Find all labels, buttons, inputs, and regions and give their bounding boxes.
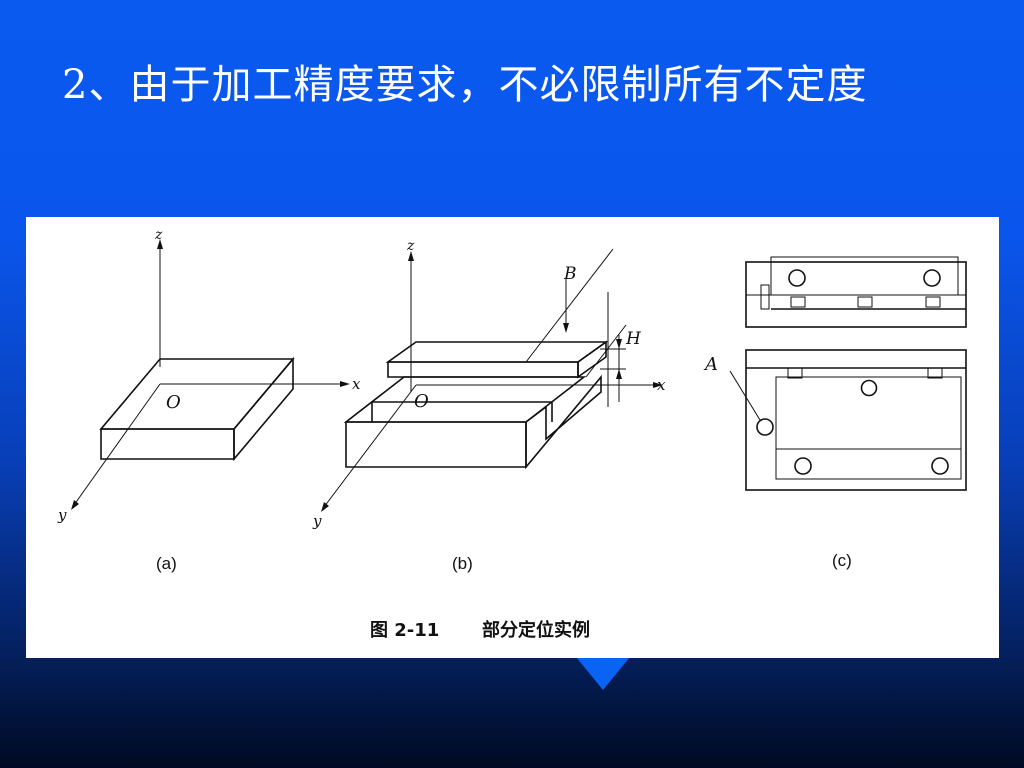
panel-a-diagram [71,239,350,510]
figure-caption-number: 图 2-11 [370,620,439,641]
panel-a-axis-y: y [57,506,67,524]
panel-a-axis-x: x [352,375,361,393]
panel-b-axis-y: y [312,512,322,530]
triangle-marker [572,652,634,690]
panel-b-axis-x: x [657,376,666,394]
panel-a-label: (a) [156,554,177,573]
panel-b-mark-h: H [625,329,642,349]
panel-b-axis-z: z [406,238,415,254]
panel-c-diagram [729,256,967,491]
panel-b-origin: O [414,391,429,412]
figure-panel: z x y O (a) [26,217,999,658]
panel-a-origin: O [166,392,181,413]
panel-a-axis-z: z [154,227,163,243]
panel-b-diagram [321,248,663,512]
figure-drawing: z x y O (a) [57,227,967,641]
figure-caption-text: 部分定位实例 [482,619,590,641]
panel-c-mark-a: A [703,354,718,375]
panel-b-mark-b: B [563,264,577,284]
panel-b-label: (b) [452,554,473,573]
panel-c-label: (c) [832,551,852,570]
slide-title: 2、由于加工精度要求，不必限制所有不定度 [62,62,868,108]
